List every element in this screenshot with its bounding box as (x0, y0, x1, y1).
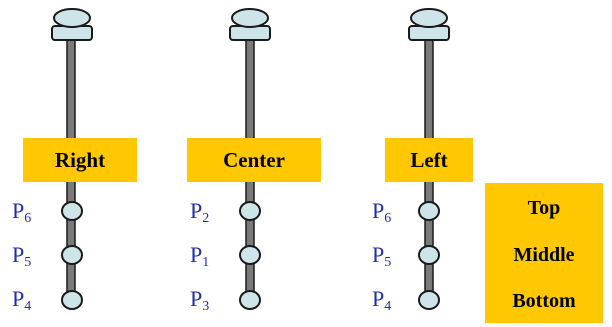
position-label-center-bottom: P3 (190, 286, 210, 314)
position-label-left-bottom: P4 (372, 286, 392, 314)
top-knob (53, 8, 91, 28)
position-label-center-top: P2 (190, 198, 210, 226)
peg-middle (61, 245, 83, 265)
peg-stand-right (51, 8, 93, 310)
top-knob (410, 8, 448, 28)
legend-top: Top (527, 197, 561, 219)
label-center: Center (187, 138, 321, 182)
peg-bottom (418, 290, 440, 310)
peg-top (418, 201, 440, 221)
label-center-text: Center (223, 147, 285, 172)
peg-middle (239, 245, 261, 265)
position-label-right-top: P6 (12, 198, 32, 226)
label-left-text: Left (410, 147, 448, 172)
clamp-base (51, 25, 93, 41)
position-label-left-middle: P5 (372, 242, 392, 270)
position-label-left-top: P6 (372, 198, 392, 226)
peg-top (239, 201, 261, 221)
peg-middle (418, 245, 440, 265)
peg-bottom (239, 290, 261, 310)
top-knob (231, 8, 269, 28)
label-right-text: Right (54, 147, 106, 172)
legend-bottom: Bottom (512, 290, 576, 312)
position-label-right-bottom: P4 (12, 286, 32, 314)
clamp-base (229, 25, 271, 41)
peg-bottom (61, 290, 83, 310)
label-left: Left (385, 138, 473, 182)
clamp-base (408, 25, 450, 41)
legend-box: Top Middle Bottom (485, 183, 603, 323)
legend-middle: Middle (513, 244, 575, 266)
peg-top (61, 201, 83, 221)
position-label-center-middle: P1 (190, 242, 210, 270)
label-right: Right (23, 138, 137, 182)
position-label-right-middle: P5 (12, 242, 32, 270)
